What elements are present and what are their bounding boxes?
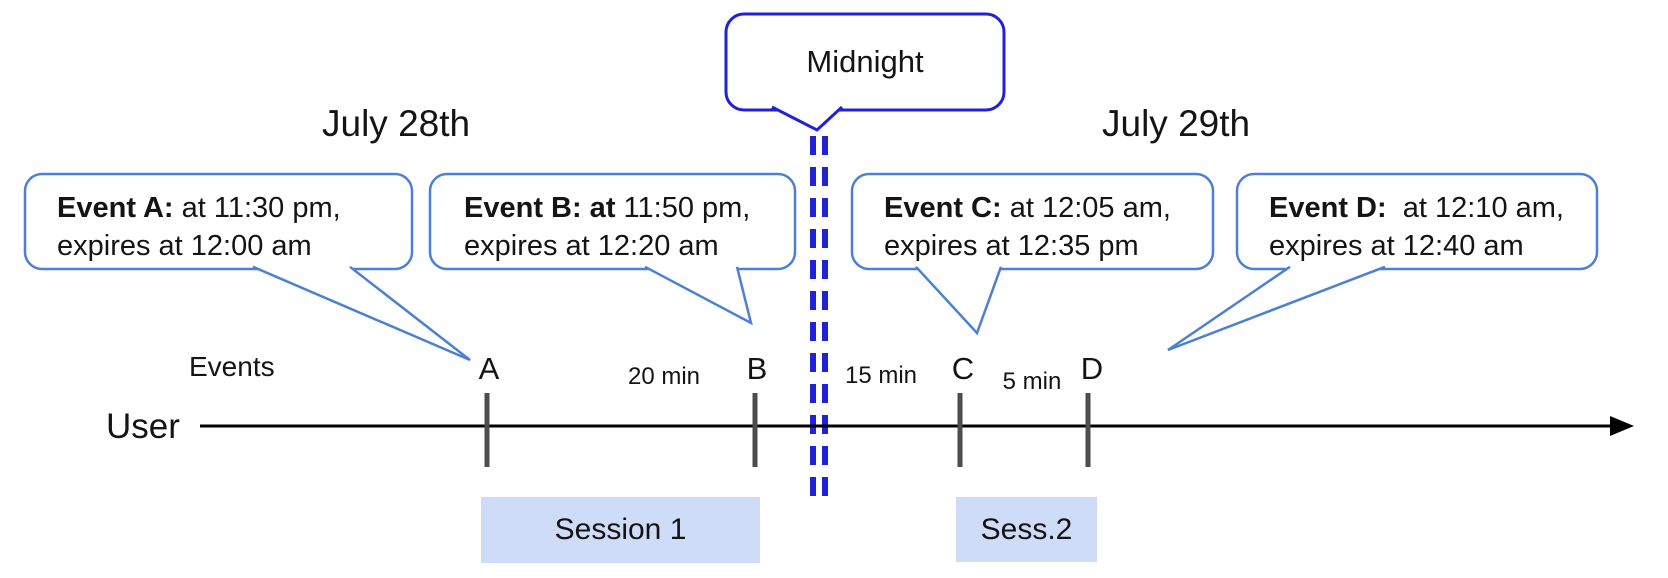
session2-label: Sess.2 [980,512,1073,546]
tick-label-c: C [951,351,975,386]
tick-label-a: A [478,351,500,386]
user-timeline-label: User [106,407,180,446]
event-c-expiry: expires at 12:35 pm [884,230,1139,262]
midnight-bubble-tail [771,105,844,132]
midnight-dashed-line [810,136,828,505]
midnight-label: Midnight [806,44,924,79]
event-a-time: at 11:30 pm, [173,192,341,224]
events-row-label: Events [189,351,275,382]
session2-box [956,497,1097,562]
event-b-bubble-tail [644,265,753,326]
midnight-bubble [724,12,1006,112]
session1-label: Session 1 [554,513,687,546]
event-d-bubble [1235,172,1599,271]
event-b-expiry: expires at 12:20 am [464,230,719,262]
event-b-time: 11:50 pm, [615,192,751,224]
midnight-callout [724,12,1006,132]
event-d-callout-text: Event D: at 12:10 am, expires at 12:40 a… [1269,189,1564,265]
event-a-bubble [23,172,414,271]
event-a-expiry: expires at 12:00 am [57,230,312,262]
event-callout-bubbles [23,172,1599,362]
timeline-arrowhead-icon [1610,416,1634,436]
date-title-july-29: July 29th [1102,103,1251,144]
event-tick-marks [484,393,1091,467]
event-b-bubble [428,172,797,271]
timeline-axis [200,416,1634,436]
event-c-time: at 12:05 am, [1001,192,1171,224]
date-title-july-28: July 28th [322,103,471,144]
event-c-bubble [850,172,1215,271]
event-d-bubble-tail [1167,265,1386,352]
event-d-expiry: expires at 12:40 am [1269,230,1524,262]
event-d-time: at 12:10 am, [1386,192,1564,224]
event-b-title: Event B: at [464,192,616,224]
gap-label-5min: 5 min [1002,368,1062,395]
tick-label-d: D [1080,351,1104,386]
event-c-title: Event C: [884,192,1002,224]
event-b-callout-text: Event B: at 11:50 pm, expires at 12:20 a… [464,189,750,265]
event-c-bubble-tail [915,265,1003,336]
session-boxes [481,497,1097,563]
tick-label-b: B [746,351,768,386]
gap-label-15min: 15 min [844,362,918,389]
event-a-bubble-tail [252,265,471,362]
event-a-callout-text: Event A: at 11:30 pm, expires at 12:00 a… [57,189,341,265]
session1-box [481,497,760,563]
event-a-title: Event A: [57,192,174,224]
event-c-callout-text: Event C: at 12:05 am, expires at 12:35 p… [884,189,1171,265]
gap-label-20min: 20 min [627,363,701,390]
event-d-title: Event D: [1269,192,1387,224]
